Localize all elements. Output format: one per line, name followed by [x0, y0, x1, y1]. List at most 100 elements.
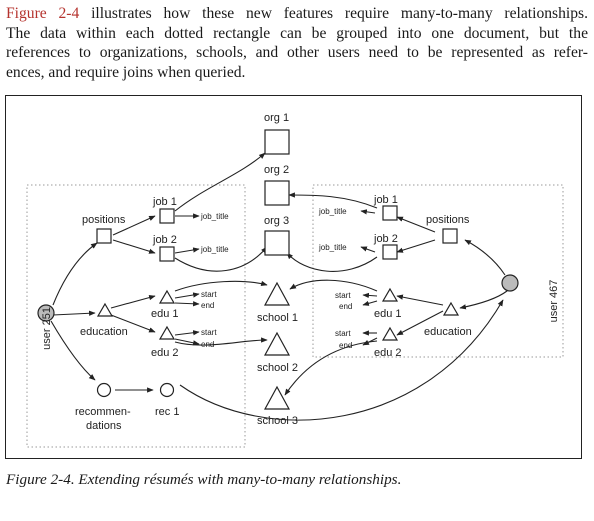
edge-positions-right-job2 [396, 239, 436, 253]
edge-user251-recommendations [50, 320, 96, 381]
edge-edu1-school1 [174, 280, 268, 292]
edge-education-edu1 [110, 295, 156, 309]
user-251-node[interactable] [37, 304, 55, 322]
school3-label: school 3 [257, 415, 298, 427]
school3-node[interactable] [263, 385, 291, 410]
edge-positions-right-job1 [396, 216, 436, 233]
body-paragraph: Figure 2-4 illustrates how these new fea… [6, 4, 588, 82]
org1-label: org 1 [264, 112, 289, 124]
edge-edu2-start [174, 330, 200, 336]
education-right-node[interactable] [442, 301, 460, 316]
org3-label: org 3 [264, 215, 289, 227]
edge-education-edu2 [110, 314, 156, 333]
edu2-right-start-label: start [335, 329, 351, 338]
edge-right-edu2-school3 [284, 340, 378, 396]
job1-right-node[interactable] [382, 205, 398, 221]
org2-node[interactable] [264, 180, 290, 206]
org1-node[interactable] [264, 129, 290, 155]
figure-caption: Figure 2-4. Extending résumés with many-… [6, 471, 402, 488]
positions-left-node[interactable] [96, 228, 112, 244]
edge-positions-job1 [112, 215, 156, 236]
edge-edu2-school2 [174, 337, 268, 346]
edu2-right-end-label: end [339, 341, 352, 350]
job1-left-label: job 1 [152, 196, 177, 208]
school1-node[interactable] [263, 281, 291, 306]
edu2-right-node[interactable] [381, 326, 399, 341]
rec1-label: rec 1 [155, 406, 179, 418]
school2-node[interactable] [263, 331, 291, 356]
edu1-right-label: edu 1 [374, 308, 402, 320]
edge-education-right-edu1 [396, 294, 444, 306]
edu1-left-start-label: start [201, 290, 217, 299]
paragraph-line-1-text: illustrates how these new features requi… [79, 5, 588, 22]
edu2-right-label: edu 2 [374, 347, 402, 359]
edge-right-edu1-school1 [289, 279, 378, 292]
edge-right-job2-org3 [286, 252, 378, 272]
edu1-right-end-label: end [339, 302, 352, 311]
positions-right-label: positions [426, 214, 470, 226]
user-467-node[interactable] [501, 274, 519, 292]
edge-right-job2-title [360, 246, 376, 253]
edu2-left-end-label: end [201, 340, 214, 349]
job2-left-label: job 2 [152, 234, 177, 246]
many-to-many-diagram: user 251 user 467 positions positions ed… [26, 112, 564, 448]
edu1-right-node[interactable] [381, 287, 399, 302]
edge-edu1-start [174, 292, 200, 299]
recommendations-node[interactable] [96, 382, 112, 398]
edge-right-job1-org2 [288, 192, 378, 209]
school2-label: school 2 [257, 362, 298, 374]
paragraph-line-3: references to organizations, schools, an… [6, 44, 588, 61]
recommendations-label-line1: recommen- [75, 406, 131, 418]
figure-frame [5, 95, 582, 459]
edge-right-job1-title [360, 209, 376, 215]
education-left-label: education [80, 326, 128, 338]
paragraph-line-2: The data within each dotted rectangle ca… [6, 24, 588, 42]
edu1-left-label: edu 1 [151, 308, 179, 320]
user-251-label: user 251 [41, 307, 53, 350]
rec1-node[interactable] [159, 382, 175, 398]
edge-user251-positions [52, 242, 98, 306]
job1-left-title-label: job_title [200, 212, 229, 221]
org2-label: org 2 [264, 164, 289, 176]
edu1-left-end-label: end [201, 301, 214, 310]
paragraph-line-4: ences, and require joins when queried. [6, 63, 246, 81]
job2-left-title-label: job_title [200, 245, 229, 254]
document-boundary-user-467 [312, 184, 564, 358]
edge-edu1-end [174, 301, 200, 307]
paragraph-line-1: Figure 2-4 illustrates how these new fea… [6, 4, 588, 24]
job2-right-label: job 2 [373, 233, 398, 245]
edge-user467-positions [464, 239, 506, 276]
positions-right-node[interactable] [442, 228, 458, 244]
education-left-node[interactable] [96, 302, 114, 317]
job1-right-label: job 1 [373, 194, 398, 206]
edu2-left-node[interactable] [158, 325, 176, 340]
edge-user467-education [459, 290, 508, 310]
edu2-left-start-label: start [201, 328, 217, 337]
job1-right-title-label: job_title [318, 207, 347, 216]
edge-job2-org3 [174, 246, 268, 272]
recommendations-label-line2: dations [86, 420, 122, 432]
edu2-left-label: edu 2 [151, 347, 179, 359]
edge-right-edu1-start [362, 292, 378, 299]
job2-right-node[interactable] [382, 244, 398, 260]
figure-reference-link[interactable]: Figure 2-4 [6, 5, 80, 22]
edge-edu2-end [174, 338, 200, 346]
job1-left-node[interactable] [159, 208, 175, 224]
edge-education-right-edu2 [396, 310, 444, 336]
edge-user251-education [52, 310, 96, 316]
edge-job2-title [174, 247, 200, 254]
job2-left-node[interactable] [159, 246, 175, 262]
edge-positions-job2 [112, 239, 156, 254]
job2-right-title-label: job_title [318, 243, 347, 252]
org3-node[interactable] [264, 230, 290, 256]
user-467-label: user 467 [548, 280, 560, 323]
school1-label: school 1 [257, 312, 298, 324]
edge-job1-org1 [174, 152, 266, 212]
document-boundary-user-251 [26, 184, 246, 448]
positions-left-label: positions [82, 214, 126, 226]
edu1-right-start-label: start [335, 291, 351, 300]
edge-right-edu1-end [362, 300, 378, 306]
edu1-left-node[interactable] [158, 289, 176, 304]
education-right-label: education [424, 326, 472, 338]
edge-rec1-user467 [179, 299, 504, 421]
